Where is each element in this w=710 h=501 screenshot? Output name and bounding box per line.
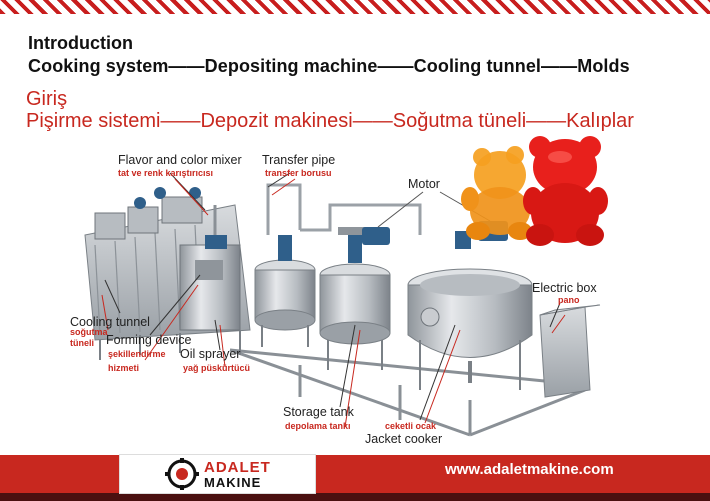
footer-dark-band <box>0 493 710 501</box>
label-jacket-cooker: Jacket cooker <box>365 432 443 446</box>
base-frame <box>229 348 586 437</box>
label-oil-sprayer: Oil sprayer <box>180 347 241 361</box>
label-forming-device-tr1: şekillendirme <box>108 349 166 359</box>
label-forming-device: Forming device <box>106 333 192 347</box>
label-motor: Motor <box>408 177 440 191</box>
process-flow-tr: Pişirme sistemi——Depozit makinesi——Soğut… <box>26 110 634 132</box>
label-storage-tank-tr: depolama tankı <box>285 421 351 431</box>
label-electric-box: Electric box <box>532 281 597 295</box>
label-oil-sprayer-tr: yağ püskürtücü <box>183 363 251 373</box>
label-transfer-pipe: Transfer pipe <box>262 153 336 167</box>
label-forming-device-tr2: hizmeti <box>108 363 140 373</box>
top-pattern-band <box>0 0 710 14</box>
label-flavor-mixer: Flavor and color mixer <box>118 153 242 167</box>
footer-red-band <box>0 455 710 493</box>
label-storage-tank: Storage tank <box>283 405 354 419</box>
pointer-lines <box>104 172 561 421</box>
label-cooling-tunnel-tr1: soğutma <box>70 327 108 337</box>
electric-box <box>539 304 601 398</box>
brand-name-bottom: MAKINE <box>204 475 262 490</box>
storage-tanks <box>254 227 391 370</box>
footer-bar: ADALET MAKINE www.adaletmakine.com <box>0 455 710 501</box>
gummy-bear-red-icon <box>523 136 608 246</box>
gummy-bear-orange-icon <box>461 146 532 240</box>
label-jacket-cooker-tr: ceketli ocak <box>385 421 437 431</box>
jacket-cooker <box>407 268 533 390</box>
label-flavor-mixer-tr: tat ve renk karıştırıcısı <box>118 168 214 178</box>
label-cooling-tunnel-tr2: tüneli <box>70 338 94 348</box>
machine-illustration <box>84 136 608 437</box>
adalet-logo-icon <box>165 458 199 490</box>
intro-title-tr: Giriş <box>26 88 68 110</box>
intro-title-en: Introduction <box>28 33 133 53</box>
brand-name-top: ADALET <box>204 459 271 476</box>
machine-diagram: Flavor and color mixer tat ve renk karış… <box>0 135 710 451</box>
website-link[interactable]: www.adaletmakine.com <box>445 461 614 478</box>
process-flow-en: Cooking system——Depositing machine——Cool… <box>28 56 630 76</box>
label-electric-box-tr: pano <box>558 295 580 305</box>
transfer-pipe <box>266 183 422 235</box>
cooling-tunnel <box>84 187 251 360</box>
label-cooling-tunnel: Cooling tunnel <box>70 315 150 329</box>
label-transfer-pipe-tr: transfer borusu <box>265 168 332 178</box>
logo-panel <box>120 455 315 493</box>
